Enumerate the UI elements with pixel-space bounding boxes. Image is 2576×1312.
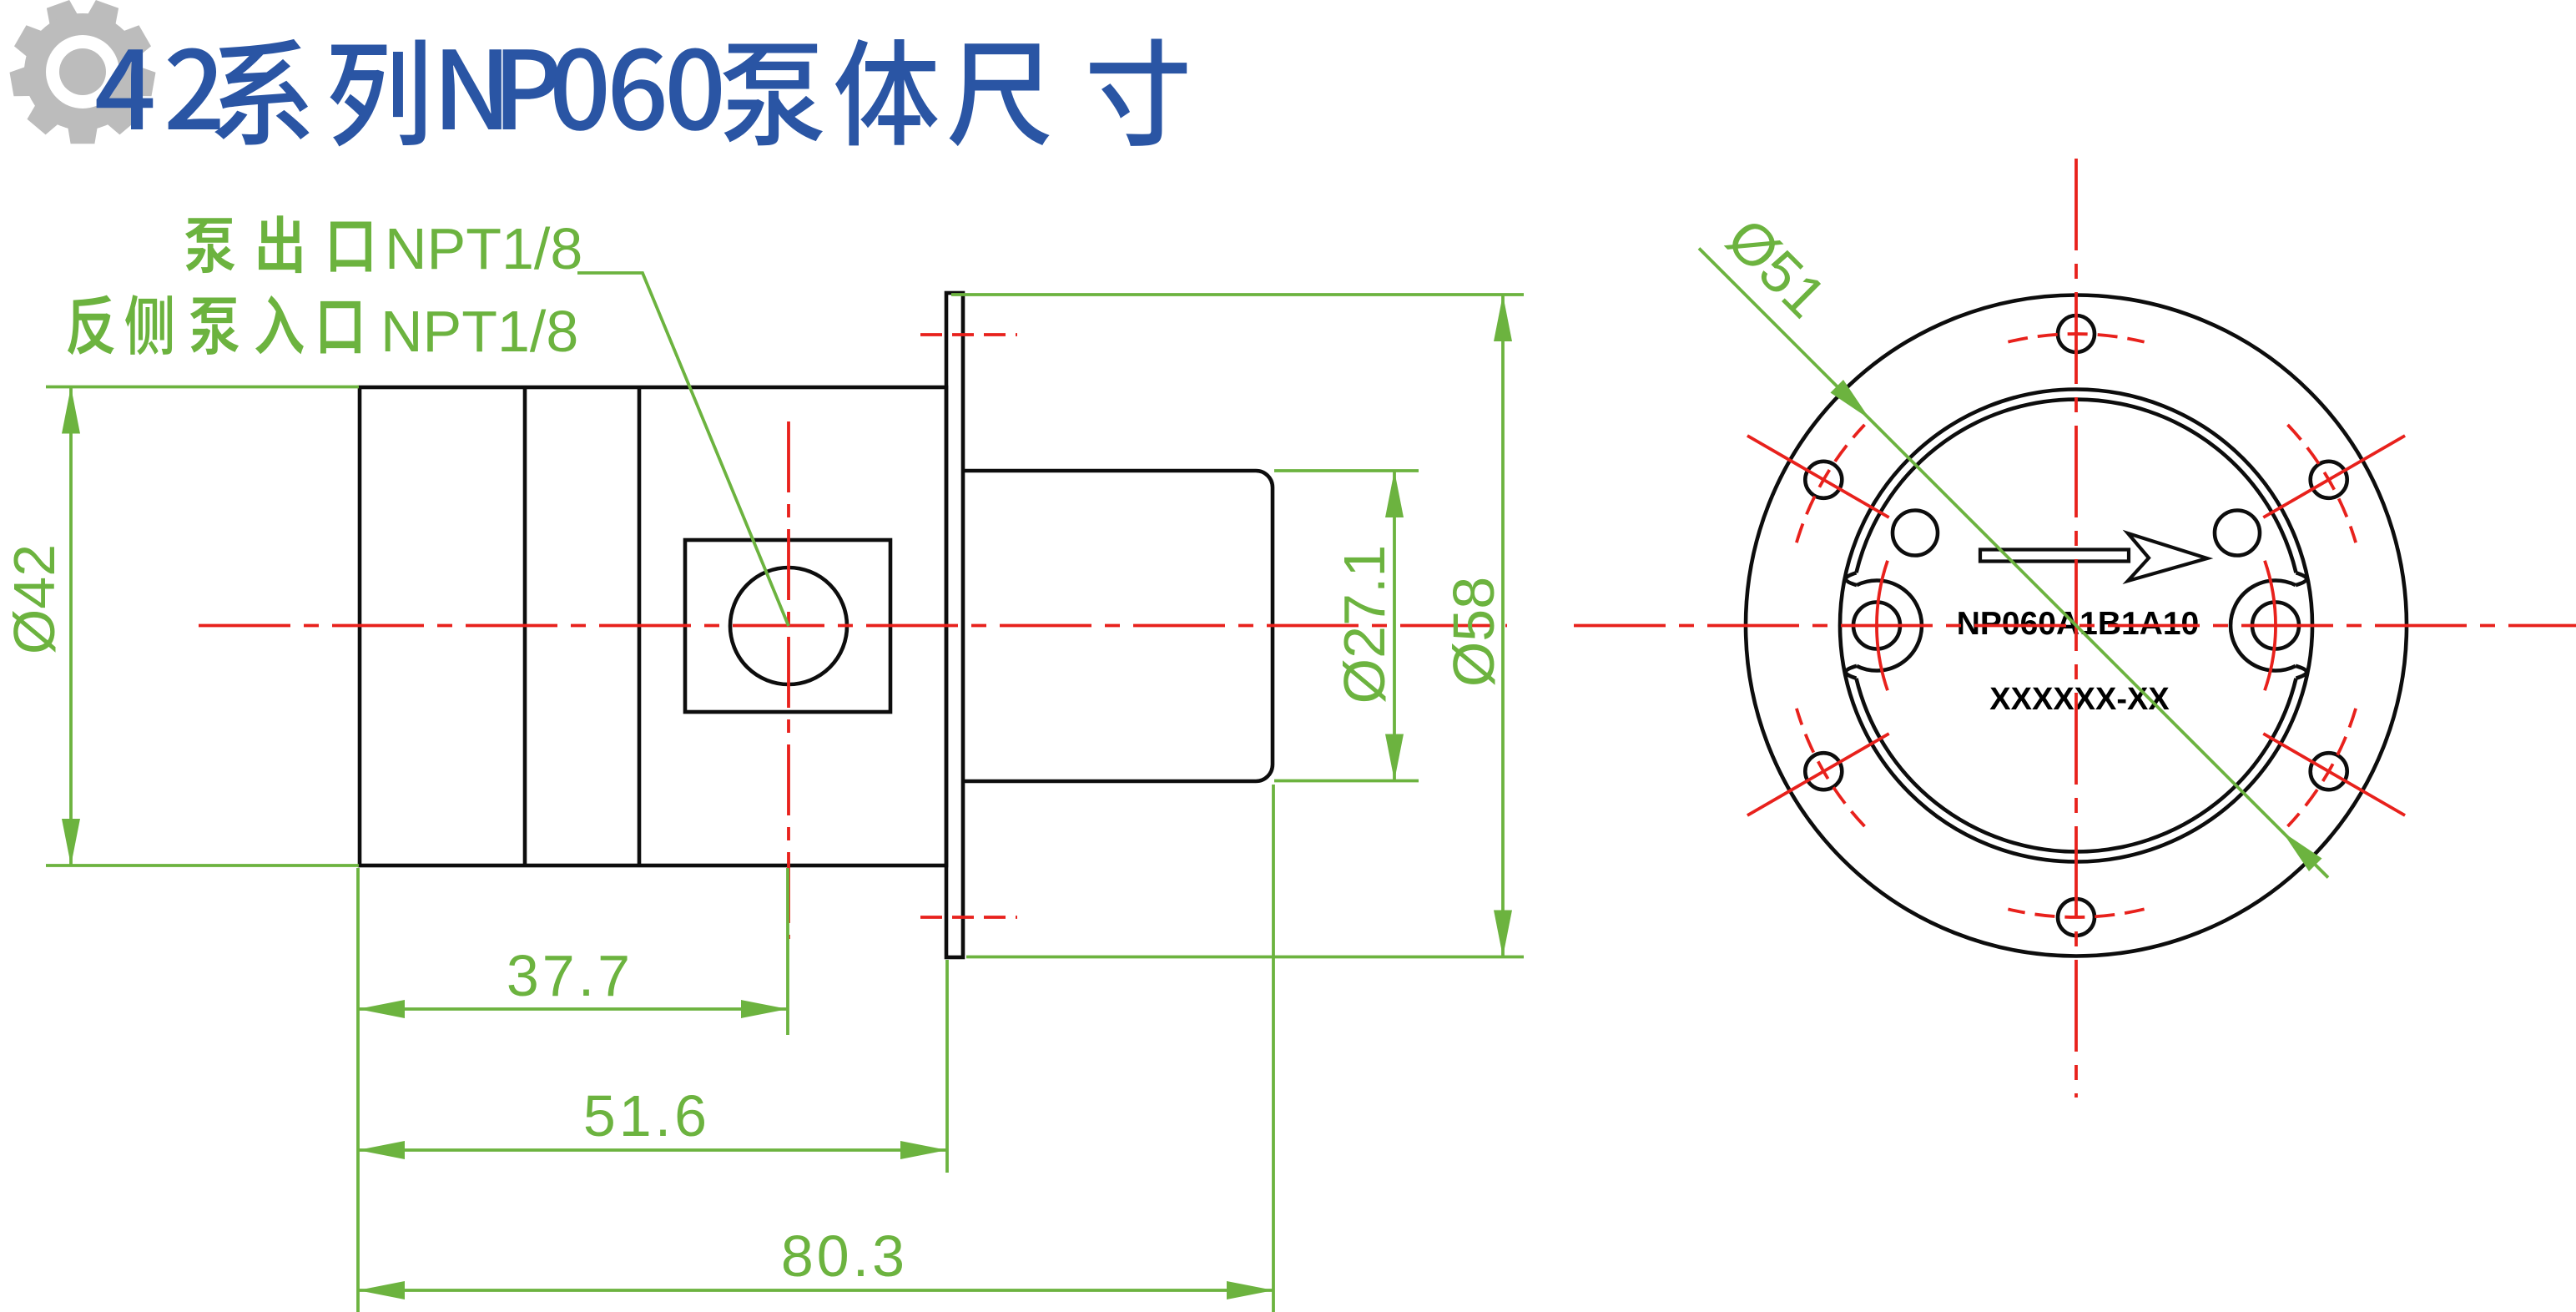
svg-text:51.6: 51.6 <box>583 1083 710 1148</box>
svg-text:Ø27.1: Ø27.1 <box>1332 545 1397 704</box>
svg-text:XXXXXX-XX: XXXXXX-XX <box>1989 682 2170 717</box>
svg-text:NPT1/8: NPT1/8 <box>381 299 578 364</box>
svg-text:NPT1/8: NPT1/8 <box>385 216 582 281</box>
svg-text:NP060A1B1A10: NP060A1B1A10 <box>1957 606 2200 642</box>
svg-text:80.3: 80.3 <box>781 1224 908 1289</box>
svg-text:Ø42: Ø42 <box>2 544 67 654</box>
svg-text:Ø58: Ø58 <box>1441 577 1506 687</box>
svg-text:37.7: 37.7 <box>507 943 633 1008</box>
